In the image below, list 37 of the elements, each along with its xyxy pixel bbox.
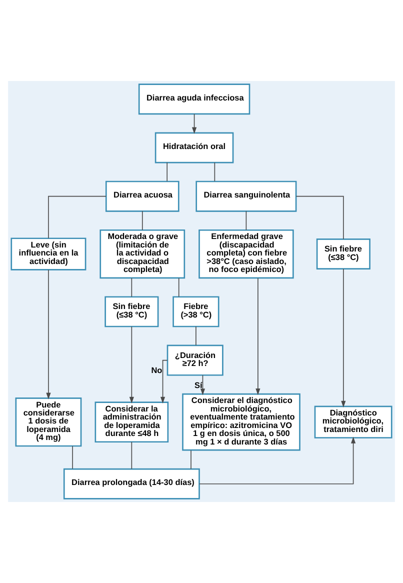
connector xyxy=(296,196,344,240)
node-box: Considerar el diagnóstico microbiológico, eventualmente tratamiento empírico: azitromicina VO 1 g en dosis única, o 500 mg 1 × d durante 3 días xyxy=(182,393,300,451)
node-box: Considerar la administración de loperamida durante ≤48 h xyxy=(94,402,169,443)
node-box: Diarrea acuosa xyxy=(105,180,180,212)
node-box: Hidratación oral xyxy=(154,132,234,164)
node-box: Sin fiebre (≤38 °C) xyxy=(104,296,159,328)
arrow xyxy=(192,114,197,134)
node-box: Diagnóstico microbiológico, tratamiento diri xyxy=(314,406,392,438)
arrow xyxy=(129,326,134,404)
arrow xyxy=(341,268,346,408)
node-box: Enfermedad grave (discapacidad completa) con fiebre >38°C (caso aislado, no foco epidémico) xyxy=(198,229,294,279)
connector xyxy=(48,196,106,239)
connector xyxy=(178,278,180,298)
connector xyxy=(131,442,132,470)
node-box: Diarrea prolongada (14-30 días) xyxy=(63,468,200,500)
connector xyxy=(72,446,73,470)
connector xyxy=(190,450,192,470)
connector xyxy=(166,162,168,182)
connector xyxy=(214,162,216,182)
node-box: Leve (sin influencia en la actividad) xyxy=(10,238,86,270)
node-box: Moderada o grave (limitación de la actividad o discapacidad completa) xyxy=(100,229,186,279)
node-box: Fiebre (>38 °C) xyxy=(172,296,220,328)
connector xyxy=(131,278,132,298)
arrow xyxy=(160,360,168,404)
connector xyxy=(246,210,247,230)
node-box: Diarrea sanguinolenta xyxy=(196,180,297,212)
arrow xyxy=(256,278,260,396)
connector xyxy=(142,210,143,230)
node-box: Puede considerarse 1 dosis de loperamida (4 mg) xyxy=(15,398,82,447)
arrow xyxy=(198,436,356,484)
edge-label: Sí xyxy=(194,380,202,390)
arrow xyxy=(200,374,206,396)
node-box: Sin fiebre (≤38 °C) xyxy=(316,238,370,270)
arrow xyxy=(46,269,51,400)
node-box: Diarrea aguda infecciosa xyxy=(138,84,250,115)
node-box: ¿Duración ≥72 h? xyxy=(166,344,224,376)
edge-label: No xyxy=(151,366,162,376)
